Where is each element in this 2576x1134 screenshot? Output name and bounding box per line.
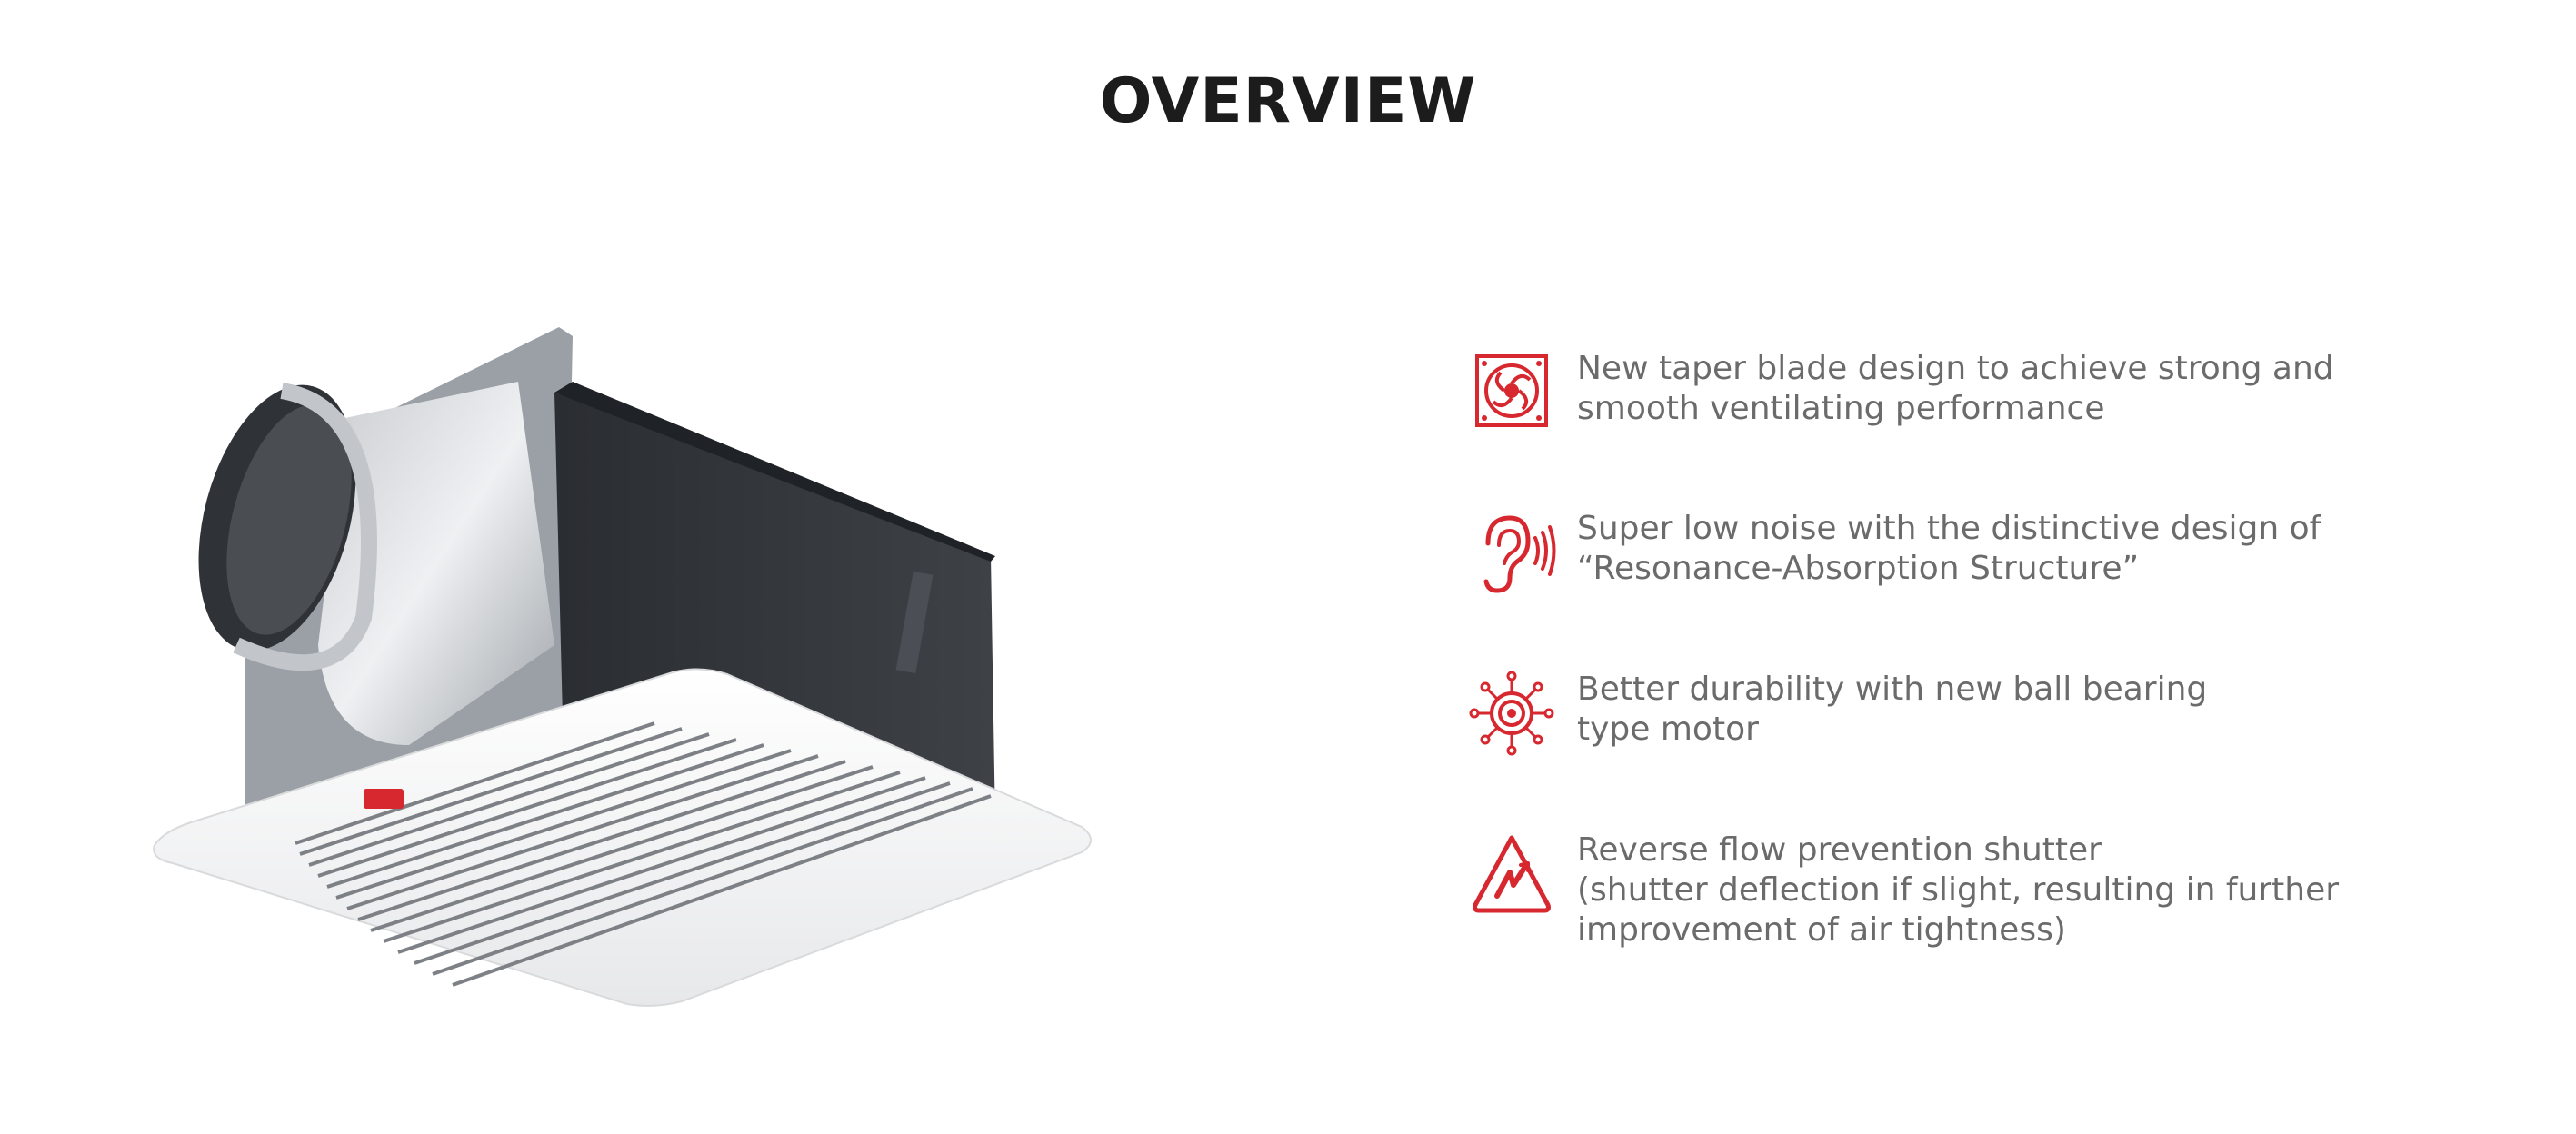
feature-description: New taper blade design to achieve strong… — [1577, 350, 2334, 427]
motor-icon — [1469, 671, 1554, 756]
feature-description: Super low noise with the distinctive des… — [1577, 510, 2321, 587]
feature-item-low-noise: Super low noise with the distinctive des… — [1468, 509, 2513, 598]
page-title: OVERVIEW — [1099, 65, 1477, 137]
ear-sound-icon — [1483, 515, 1556, 593]
shutter-warning-icon — [1473, 835, 1551, 913]
feature-item-ball-bearing: Better durability with new ball bearing … — [1468, 670, 2513, 759]
feature-item-reverse-flow-shutter: Reverse flow prevention shutter (shutter… — [1468, 831, 2513, 950]
fan-blade-icon — [1475, 354, 1548, 427]
feature-item-taper-blade: New taper blade design to achieve strong… — [1468, 349, 2513, 438]
feature-description: Reverse flow prevention shutter (shutter… — [1577, 831, 2340, 949]
ventilation-fan-image — [153, 327, 1092, 1007]
feature-description: Better durability with new ball bearing … — [1577, 671, 2208, 748]
brand-logo-icon — [364, 789, 404, 809]
